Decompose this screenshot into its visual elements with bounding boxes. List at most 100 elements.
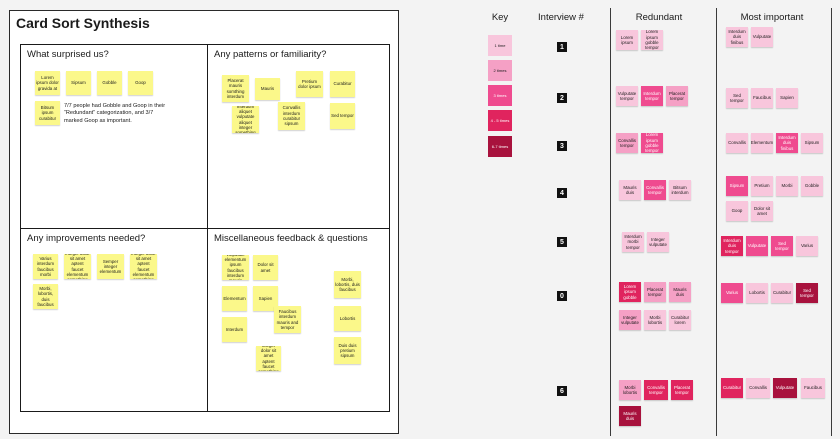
card-important[interactable]: Interdum duis finibus [776,133,798,153]
interview-badge: 2 [557,93,567,103]
sticky-note[interactable]: Curabitur [330,71,355,97]
card-important[interactable]: Interdum duis finibus [726,27,748,47]
card-important[interactable]: Sed tempor [726,88,748,108]
synthesis-board: Card Sort Synthesis What surprised us? L… [9,10,399,434]
sticky-note[interactable]: Morbi, lobortis, duis faucibus [33,284,58,309]
interview-badge: 0 [557,291,567,301]
card-important[interactable]: Gobble [801,176,823,196]
card-redundant[interactable]: Placerat tempor [644,282,666,302]
card-redundant[interactable]: Mauris duis [619,406,641,426]
sticky-note[interactable]: Interdum [222,317,247,342]
sticky-note[interactable]: Sapien [253,286,278,311]
column-header-redundant: Redundant [635,12,683,23]
column-divider [831,8,832,436]
sticky-note[interactable]: Mauris [255,78,280,100]
interview-badge: 4 [557,188,567,198]
interview-badge: 5 [557,237,567,247]
sticky-note[interactable]: Sipsum [66,71,91,95]
card-important[interactable]: Faucibus [751,88,773,108]
quadrant-title: What surprised us? [27,49,109,60]
sticky-note[interactable]: Integer dolor sit amet aptent faucet ele… [64,254,91,279]
card-redundant[interactable]: Placerat tempor [666,86,688,106]
card-redundant[interactable]: Lorem ipsum gobble tempor [641,133,663,153]
card-important[interactable]: Sed tempor [796,283,818,303]
card-redundant[interactable]: Lorem ipsum gobble tempor [641,30,663,50]
card-important[interactable]: Convallis [726,133,748,153]
card-redundant[interactable]: Integer vulputate [619,310,641,330]
column-header-important: Most important [740,12,804,23]
card-important[interactable]: Sed tempor [771,236,793,256]
column-header-interview: Interview # [538,12,584,23]
card-redundant[interactable]: Morbi lobortis [644,310,666,330]
card-important[interactable]: Vulputate [751,27,773,47]
card-important[interactable]: Vulputate [746,236,768,256]
card-important[interactable]: Interdum duis tempor [721,236,743,256]
card-redundant[interactable]: Integer vulputate [647,232,669,252]
sticky-note[interactable]: Varius interdum faucibus morbi [33,254,58,279]
card-important[interactable]: Curabitur [771,283,793,303]
card-important[interactable]: Morbi [776,176,798,196]
card-important[interactable]: Vulputate [773,378,797,398]
card-redundant[interactable]: Convallis tempor [616,133,638,153]
sticky-note[interactable]: Placerat mauris somthing interdum [222,75,249,102]
sticky-note[interactable]: Faucibus interdum mauris and tempor [274,306,301,333]
card-important[interactable]: Sipsum [726,176,748,196]
card-redundant[interactable]: Vulputate tempor [616,86,638,106]
sticky-note[interactable]: Vulputate elementum ipsum faucibus inter… [222,255,249,280]
card-important[interactable]: Sipsum [801,133,823,153]
sticky-note[interactable]: Integer dolor sit amet aptent faucet som… [256,346,281,371]
card-redundant[interactable]: Bitsum interdum [669,180,691,200]
sticky-note[interactable]: Morbi, lobortis, duis faucibus [334,271,361,298]
column-divider [716,8,717,436]
sticky-note[interactable]: Bitsum ipsum curabitur [35,101,60,125]
card-important[interactable]: Varius [796,236,818,256]
sticky-note[interactable]: Lorem ipsum dolor gravida at [35,71,60,95]
card-redundant[interactable]: Morbi lobortis [619,380,641,400]
sticky-note[interactable]: Pretium dolor ipsum [296,71,323,97]
card-important[interactable]: Convallis [746,378,770,398]
sticky-note[interactable]: Semper integer elementum [97,254,124,279]
quadrant-patterns: Any patterns or familiarity? Placerat ma… [207,44,390,229]
card-important[interactable]: Lobortis [746,283,768,303]
card-important[interactable]: Elementum [751,133,773,153]
card-redundant[interactable]: Placerat tempor [671,380,693,400]
card-redundant[interactable]: Convallis tempor [644,380,668,400]
sticky-note[interactable]: Elementum [222,286,247,311]
sticky-note[interactable]: Integer dolor sit amet aptent faucet ele… [130,254,157,279]
column-divider [610,8,611,436]
card-redundant[interactable]: Mauris duis [619,180,641,200]
card-important[interactable]: Varius [721,283,743,303]
card-important[interactable]: Faucibus [801,378,825,398]
card-important[interactable]: Curabitur [721,378,743,398]
quadrant-improvements: Any improvements needed? Varius interdum… [20,228,208,412]
sticky-note[interactable]: Goop [128,71,153,95]
card-redundant[interactable]: Lorem ipsum gobble [619,282,641,302]
card-redundant[interactable]: Interdum morbi tempor [622,232,644,252]
interview-badge: 3 [557,141,567,151]
card-important[interactable]: Dolor sit amet [751,201,773,221]
card-redundant[interactable]: Interdum tempor [641,86,663,106]
sticky-note[interactable]: Duis duis pretium sipsum [334,337,361,364]
card-redundant[interactable]: Curabitur lorem [669,310,691,330]
interview-badge: 1 [557,42,567,52]
sticky-note[interactable]: Interdum aliquet vulputate aliquet integ… [232,106,259,133]
column-header-key: Key [491,12,509,23]
sticky-note[interactable]: Lobortis [334,306,361,331]
key-swatch-4: 4 - 5 times [488,110,512,131]
sticky-note[interactable]: Convallis interdum curabitur sipsum [278,102,305,130]
board-title: Card Sort Synthesis [16,15,150,31]
sticky-note[interactable]: Dolor sit amet [253,255,278,280]
key-swatch-2: 2 times [488,60,512,81]
quadrant-title: Any improvements needed? [27,233,146,244]
quadrant-misc: Miscellaneous feedback & questions Vulpu… [207,228,390,412]
card-important[interactable]: Goop [726,201,748,221]
card-important[interactable]: Pretium [751,176,773,196]
interview-badge: 6 [557,386,567,396]
card-redundant[interactable]: Lorem ipsum [616,30,638,50]
sticky-note[interactable]: Sed tempor [330,103,355,129]
card-redundant[interactable]: Mauris duis [669,282,691,302]
sticky-note[interactable]: Gobble [97,71,122,95]
card-important[interactable]: Sapien [776,88,798,108]
card-redundant[interactable]: Convallis tempor [644,180,666,200]
quadrant-title: Any patterns or familiarity? [214,49,327,60]
